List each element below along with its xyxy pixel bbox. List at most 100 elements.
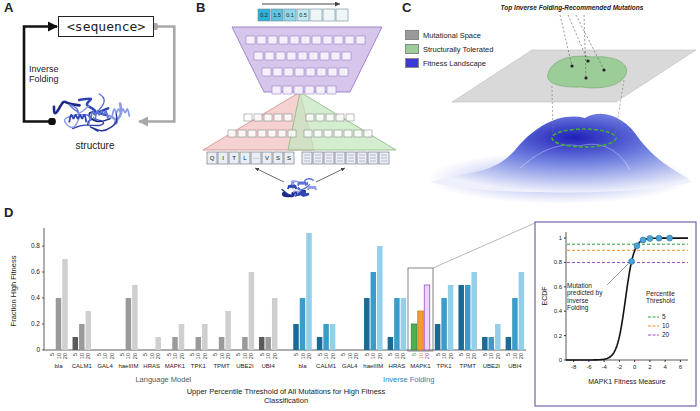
tick-label: 20 xyxy=(272,353,278,359)
coordinate-box xyxy=(313,152,323,164)
encoder-unit xyxy=(364,130,372,137)
group-label: Inverse Folding xyxy=(383,376,434,385)
protein-name: haeIIIM xyxy=(118,363,138,370)
tick-label: 5 xyxy=(189,353,195,356)
encoder-unit xyxy=(314,130,322,137)
layer-unit xyxy=(339,68,348,76)
coordinate-mark xyxy=(381,158,387,159)
fitness-landscape xyxy=(520,144,630,170)
bar xyxy=(219,337,225,350)
tick-label: -8 xyxy=(571,364,576,371)
layer-unit xyxy=(246,36,255,44)
legend-item: 5 xyxy=(648,313,666,320)
layer-unit xyxy=(334,36,343,44)
bar xyxy=(371,272,377,350)
bar xyxy=(73,337,79,350)
encoder-unit xyxy=(228,130,236,137)
structure-node: structure xyxy=(52,92,138,151)
tick-label: 5 xyxy=(235,353,241,356)
coordinate-mark xyxy=(315,161,321,162)
panel-letter: A xyxy=(4,1,13,16)
bar xyxy=(424,285,430,350)
sequence-token-box xyxy=(240,152,250,164)
protein-name: UBI4 xyxy=(262,363,275,370)
tick-label: 0.8 xyxy=(31,242,40,249)
threshold-line xyxy=(567,244,688,245)
callout-label: Top Inverse Folding-Recommended Mutation… xyxy=(501,4,644,11)
coordinate-box xyxy=(368,152,378,164)
mutation-dot xyxy=(629,258,635,264)
tick-label: 5 xyxy=(411,353,417,356)
sequence-token-box xyxy=(284,152,294,164)
sequence-token-box xyxy=(262,152,272,164)
legend-line-sample xyxy=(648,325,659,326)
output-token-box xyxy=(310,9,322,21)
encoder-unit xyxy=(304,130,312,137)
cycle-arrow xyxy=(139,27,174,122)
encoder-unit xyxy=(254,114,262,121)
bar xyxy=(489,337,495,350)
tick-label: 6 xyxy=(679,364,682,371)
output-token-box xyxy=(284,9,296,21)
fitness-landscape xyxy=(602,68,605,71)
bar xyxy=(126,298,131,350)
bar xyxy=(519,272,525,350)
tick-label: 5 xyxy=(340,353,346,356)
protein-structure xyxy=(52,92,138,140)
legend-item: 20 xyxy=(648,331,669,338)
tick-label: 0 xyxy=(633,364,636,371)
protein-helix xyxy=(112,109,129,117)
tick-label: 20 xyxy=(85,353,91,359)
y-tick xyxy=(42,298,44,299)
output-token-box xyxy=(297,9,309,21)
tick-label: 5 xyxy=(458,353,464,356)
tick-label: 5 xyxy=(505,353,511,356)
protein-ribbon xyxy=(65,106,89,128)
layer-unit xyxy=(257,36,266,44)
bar xyxy=(482,337,488,350)
bar xyxy=(377,246,383,350)
y-tick xyxy=(564,286,566,287)
bar xyxy=(202,324,208,350)
panel-letter: B xyxy=(196,1,205,16)
sequence-token-box xyxy=(229,152,239,164)
tick-label: 10 xyxy=(55,353,61,359)
layer-unit xyxy=(301,36,310,44)
layer-unit xyxy=(328,68,337,76)
x-tick xyxy=(604,360,605,362)
model-diagram xyxy=(316,168,345,182)
group-label: Language Model xyxy=(135,376,191,385)
layer-unit xyxy=(290,36,299,44)
bar xyxy=(132,285,138,350)
encoder-unit xyxy=(354,130,362,137)
fitness-landscape xyxy=(584,15,586,78)
output-token-box xyxy=(258,9,270,21)
tick-label: 10 xyxy=(125,353,131,359)
tick-label: 20 xyxy=(155,353,161,359)
fitness-landscape xyxy=(568,15,588,61)
bar xyxy=(62,259,68,350)
sequence-token: ··· xyxy=(253,155,259,162)
legend-text: Structurally Tolerated xyxy=(423,45,493,54)
sequence-token-box xyxy=(207,152,217,164)
encoder-unit xyxy=(316,114,324,121)
encoder-unit xyxy=(238,130,246,137)
bar xyxy=(172,337,178,350)
coordinate-box xyxy=(357,152,367,164)
bar xyxy=(512,298,518,350)
fitness-landscape xyxy=(548,56,627,88)
tick-label: 0.8 xyxy=(554,259,562,266)
panel-letter: C xyxy=(402,1,411,16)
layer-unit xyxy=(262,68,271,76)
tick-label: 10 xyxy=(102,353,108,359)
bar xyxy=(330,324,336,350)
bar xyxy=(394,298,400,350)
sequence-token: T xyxy=(232,155,236,162)
bar xyxy=(495,324,501,350)
tick-label: 0.6 xyxy=(31,268,40,275)
bar xyxy=(458,285,464,350)
layer-unit xyxy=(323,36,332,44)
coordinate-mark xyxy=(337,158,343,159)
layer-unit xyxy=(312,36,321,44)
annotation: Mutation predicted by Inverse Folding xyxy=(567,282,607,312)
